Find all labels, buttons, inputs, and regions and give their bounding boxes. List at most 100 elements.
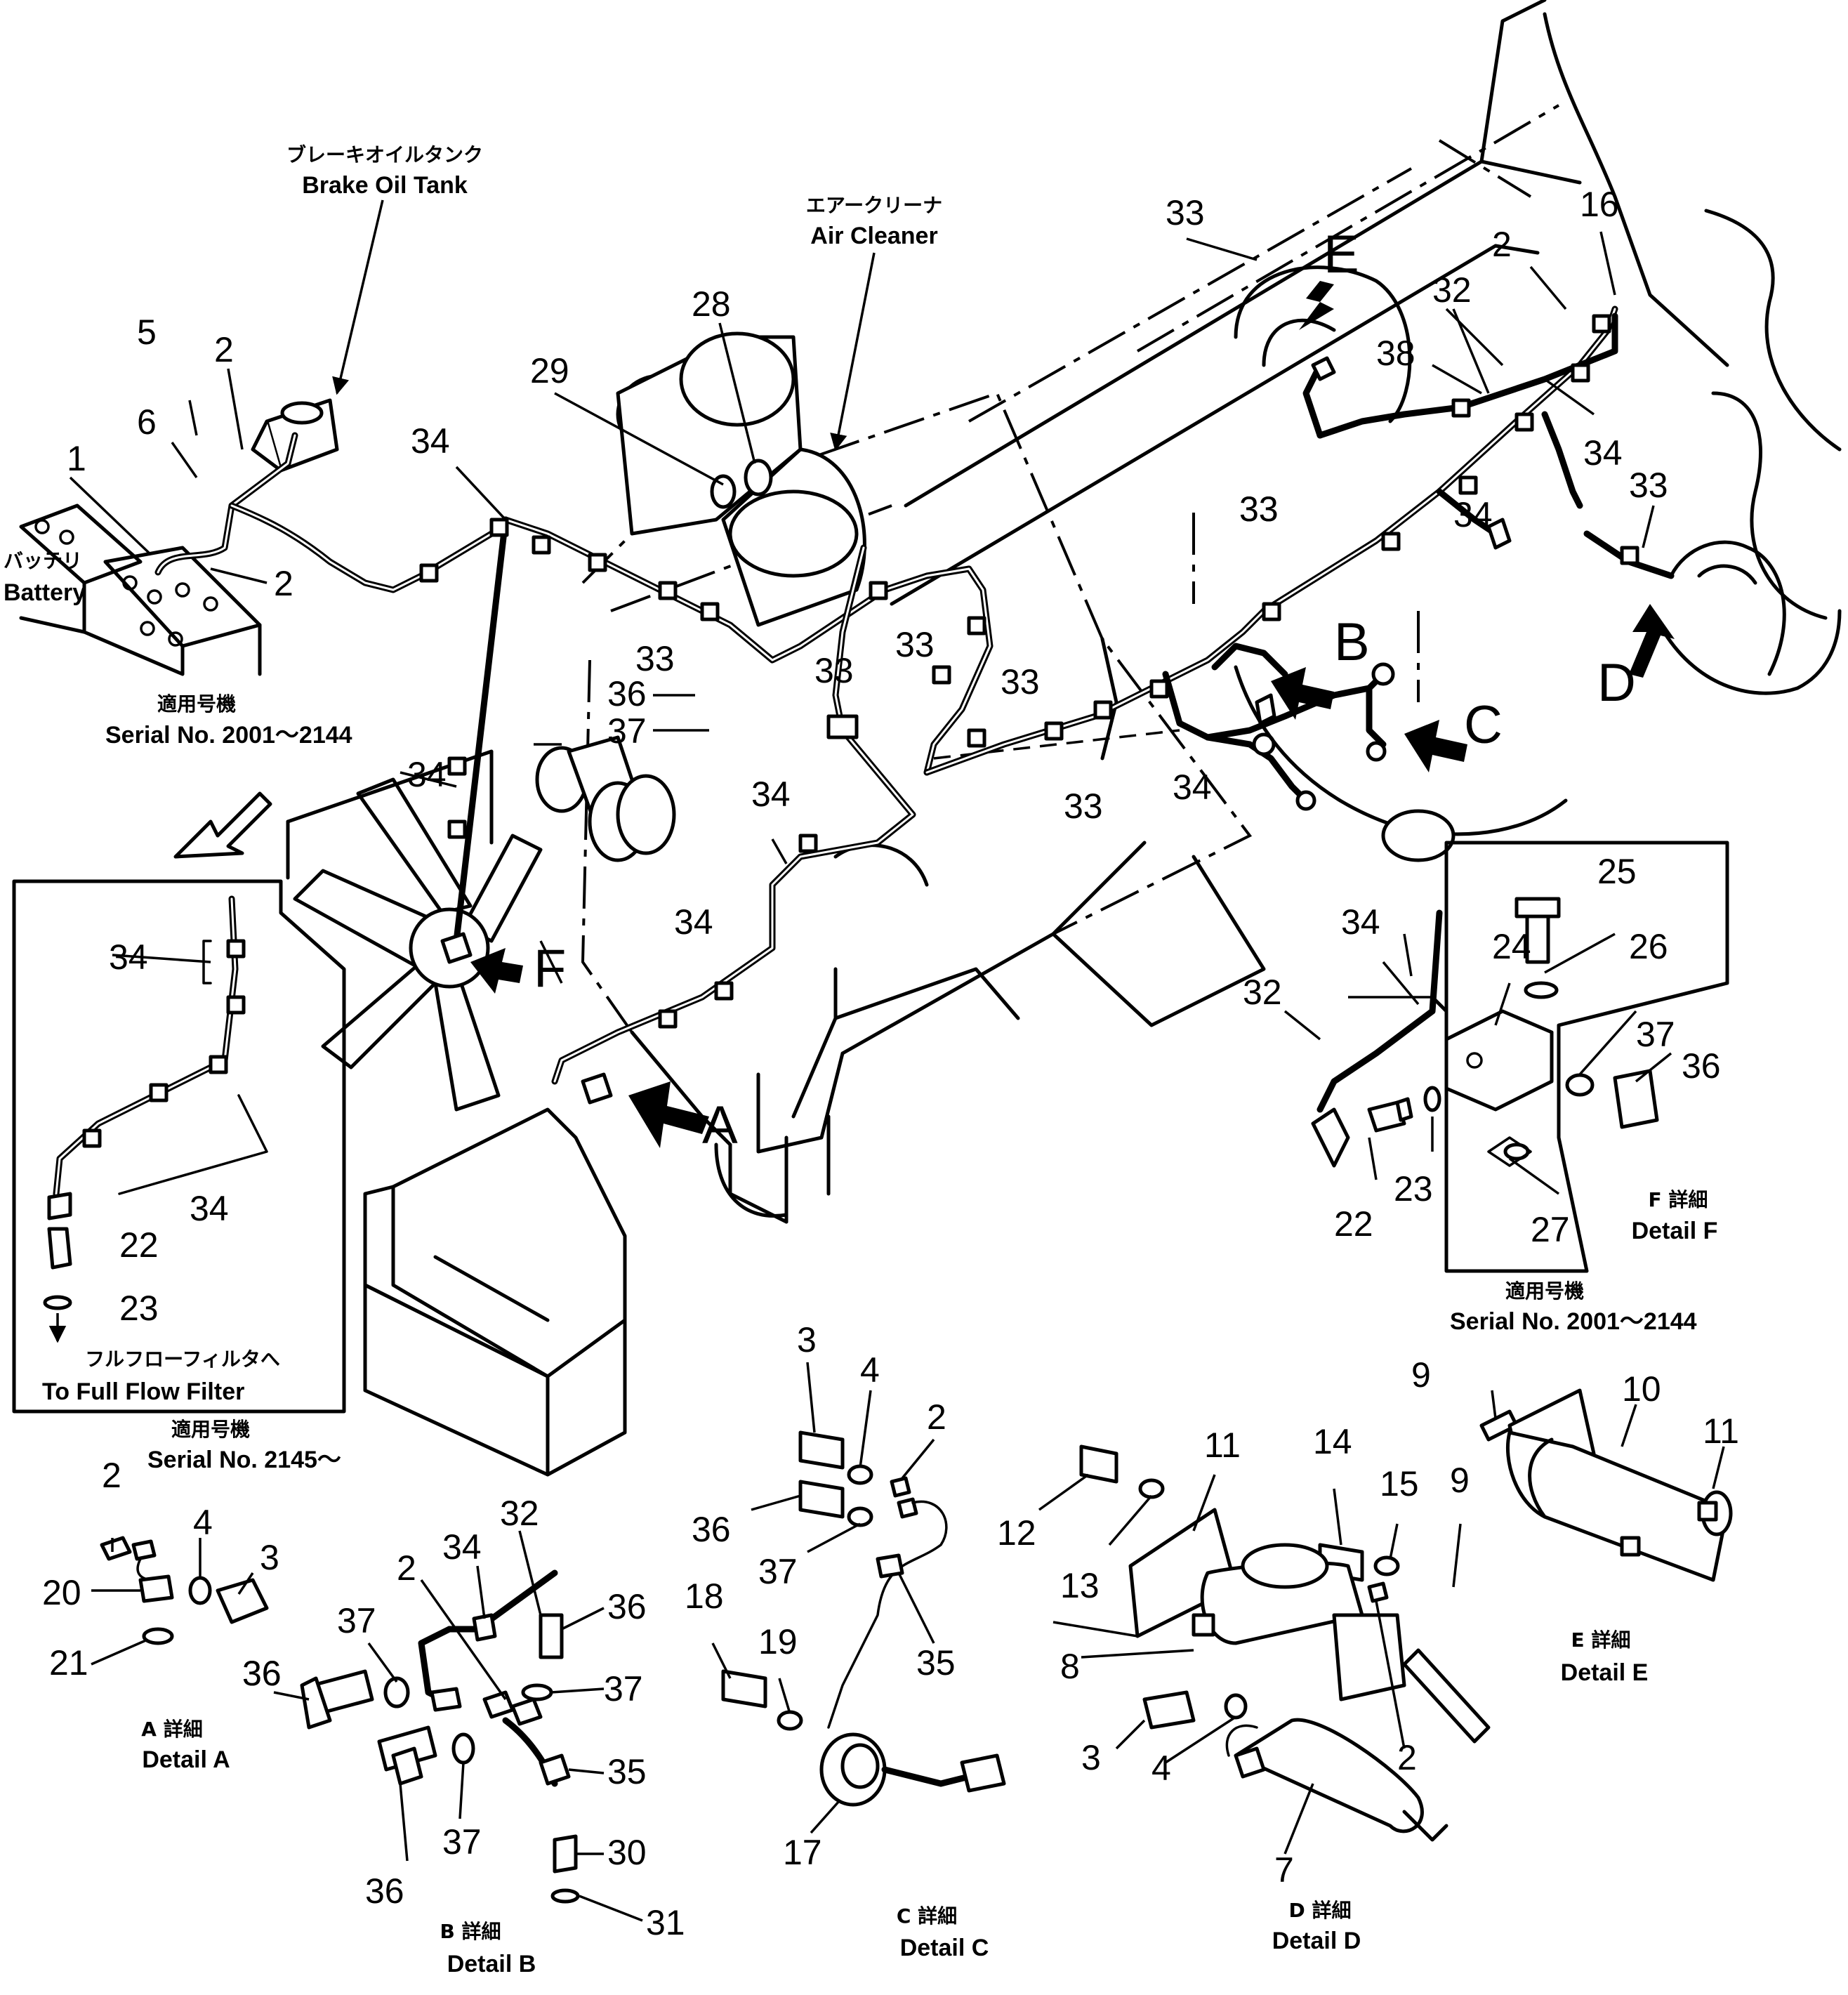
callout-number: 37 bbox=[604, 1669, 643, 1708]
callout-number: 33 bbox=[1239, 489, 1279, 529]
callout-number: 32 bbox=[1243, 973, 1282, 1012]
callout-number: 2 bbox=[102, 1456, 121, 1495]
callout-number: 18 bbox=[685, 1576, 724, 1616]
brake-oil-tank-label-jp: ブレーキオイルタンク bbox=[286, 143, 483, 166]
callout-number: 23 bbox=[119, 1289, 159, 1328]
inset-arrow bbox=[173, 791, 272, 859]
callout-number: 33 bbox=[814, 651, 854, 690]
callout-number: 38 bbox=[1376, 334, 1415, 373]
detail-e-label: Detail E bbox=[1561, 1659, 1649, 1686]
view-letter-b: B bbox=[1334, 612, 1370, 672]
detail-f bbox=[1311, 841, 1729, 1273]
detail-b bbox=[377, 1569, 580, 1904]
callout-number: 5 bbox=[137, 312, 157, 352]
brake-oil-tank bbox=[251, 398, 339, 473]
brake-oil-tank-label: Brake Oil Tank bbox=[302, 172, 468, 199]
full-flow-label-jp: フルフローフィルタへ bbox=[85, 1348, 280, 1371]
callout-number: 36 bbox=[692, 1510, 731, 1549]
view-letter-e: E bbox=[1324, 225, 1359, 284]
callout-number: 33 bbox=[895, 625, 935, 664]
callout-number: 34 bbox=[407, 755, 447, 794]
view-arrow-e bbox=[1299, 281, 1334, 330]
callout-number: 12 bbox=[997, 1513, 1036, 1553]
callout-number: 34 bbox=[674, 902, 713, 942]
callout-number: 7 bbox=[1274, 1850, 1294, 1890]
callout-number: 2 bbox=[1492, 225, 1512, 264]
callout-number: 10 bbox=[1622, 1369, 1661, 1409]
battery-label: Battery bbox=[4, 579, 86, 606]
callout-number: 2 bbox=[927, 1397, 946, 1437]
callout-number: 26 bbox=[1629, 927, 1668, 966]
callout-number: 22 bbox=[119, 1225, 159, 1265]
callout-number: 36 bbox=[242, 1654, 282, 1693]
detail-b-label: Detail B bbox=[447, 1951, 536, 1977]
callout-number: 20 bbox=[42, 1573, 81, 1612]
callout-number: 33 bbox=[1239, 489, 1279, 529]
view-letter-d: D bbox=[1597, 653, 1636, 713]
callout-number: 37 bbox=[1636, 1015, 1675, 1054]
battery-label-jp: バッテリ bbox=[4, 549, 82, 572]
callout-numbers-detail-b: 32 34 2 37 36 37 36 35 37 30 36 31 bbox=[242, 1494, 685, 1942]
callout-number: 34 bbox=[1583, 433, 1623, 473]
harness-clamps bbox=[419, 314, 1639, 1105]
callout-number: 2 bbox=[214, 330, 234, 369]
callout-number: 4 bbox=[860, 1350, 880, 1390]
callout-number: 33 bbox=[635, 639, 675, 678]
callout-numbers-detail-e: 9 10 11 bbox=[1411, 1355, 1739, 1451]
callout-number: 27 bbox=[1531, 1210, 1570, 1249]
callout-number: 4 bbox=[193, 1503, 213, 1542]
callout-number: 6 bbox=[137, 402, 157, 442]
callout-number: 31 bbox=[646, 1903, 685, 1942]
callout-number: 3 bbox=[797, 1320, 817, 1359]
callout-number: 33 bbox=[1064, 786, 1103, 826]
callout-number: 35 bbox=[607, 1752, 647, 1791]
callout-number: 34 bbox=[411, 421, 450, 461]
callout-number: 34 bbox=[1341, 902, 1380, 942]
detail-c bbox=[721, 1430, 1006, 1807]
callout-number: 2 bbox=[274, 564, 293, 603]
inset-panel bbox=[12, 879, 346, 1414]
callout-labels: ブレーキオイルタンク Brake Oil Tank エアークリーナ Air Cl… bbox=[4, 143, 1717, 1977]
callout-number: 16 bbox=[1580, 185, 1619, 224]
detail-f-label: Detail F bbox=[1632, 1218, 1718, 1244]
callout-number: 35 bbox=[916, 1643, 956, 1683]
callout-number: 21 bbox=[49, 1643, 88, 1683]
callout-number: 33 bbox=[1166, 193, 1205, 232]
callout-number: 37 bbox=[607, 711, 647, 751]
callout-number: 13 bbox=[1060, 1566, 1100, 1605]
view-letter-a: A bbox=[702, 1095, 738, 1155]
detail-b-label-jp: B 詳細 bbox=[440, 1920, 501, 1943]
callout-number: 25 bbox=[1597, 852, 1637, 891]
callout-number: 34 bbox=[751, 775, 791, 814]
callout-number: 3 bbox=[1081, 1738, 1101, 1777]
callout-number: 11 bbox=[1703, 1411, 1739, 1451]
callout-number: 33 bbox=[1001, 662, 1040, 702]
serial-label-2: Serial No. 2145～ bbox=[147, 1447, 341, 1473]
detail-e-label-jp: E 詳細 bbox=[1571, 1628, 1631, 1652]
callout-number: 36 bbox=[1682, 1046, 1721, 1086]
view-arrow-c bbox=[1404, 720, 1467, 772]
callout-number: 15 bbox=[1380, 1464, 1419, 1503]
callout-number: 2 bbox=[397, 1548, 416, 1588]
view-arrow-a bbox=[628, 1081, 709, 1148]
applicable-label-2: 適用号機 bbox=[171, 1418, 250, 1441]
view-arrow-d bbox=[1629, 604, 1675, 678]
detail-a-label: Detail A bbox=[142, 1746, 230, 1773]
leader-lines bbox=[69, 199, 1725, 1922]
view-arrows bbox=[173, 281, 1675, 1148]
callout-numbers-main: 5 2 6 1 2 34 29 28 34 33 33 33 33 36 37 … bbox=[67, 185, 1668, 942]
callout-number: 34 bbox=[190, 1189, 229, 1228]
callout-number: 36 bbox=[242, 1654, 282, 1693]
detail-d-label: Detail D bbox=[1272, 1928, 1361, 1954]
callout-number: 4 bbox=[1151, 1749, 1171, 1788]
cooling-fan bbox=[286, 749, 543, 1112]
callout-number: 36 bbox=[607, 674, 647, 713]
callout-numbers-inset: 34 34 22 23 bbox=[109, 937, 229, 1328]
callout-number: 28 bbox=[692, 284, 731, 324]
callout-number: 24 bbox=[1492, 927, 1531, 966]
detail-a-label-jp: A 詳細 bbox=[141, 1718, 202, 1741]
callout-number: 9 bbox=[1411, 1355, 1431, 1395]
callout-number: 1 bbox=[67, 439, 86, 478]
detail-d-label-jp: D 詳細 bbox=[1289, 1899, 1352, 1922]
callout-number: 32 bbox=[1432, 270, 1472, 310]
